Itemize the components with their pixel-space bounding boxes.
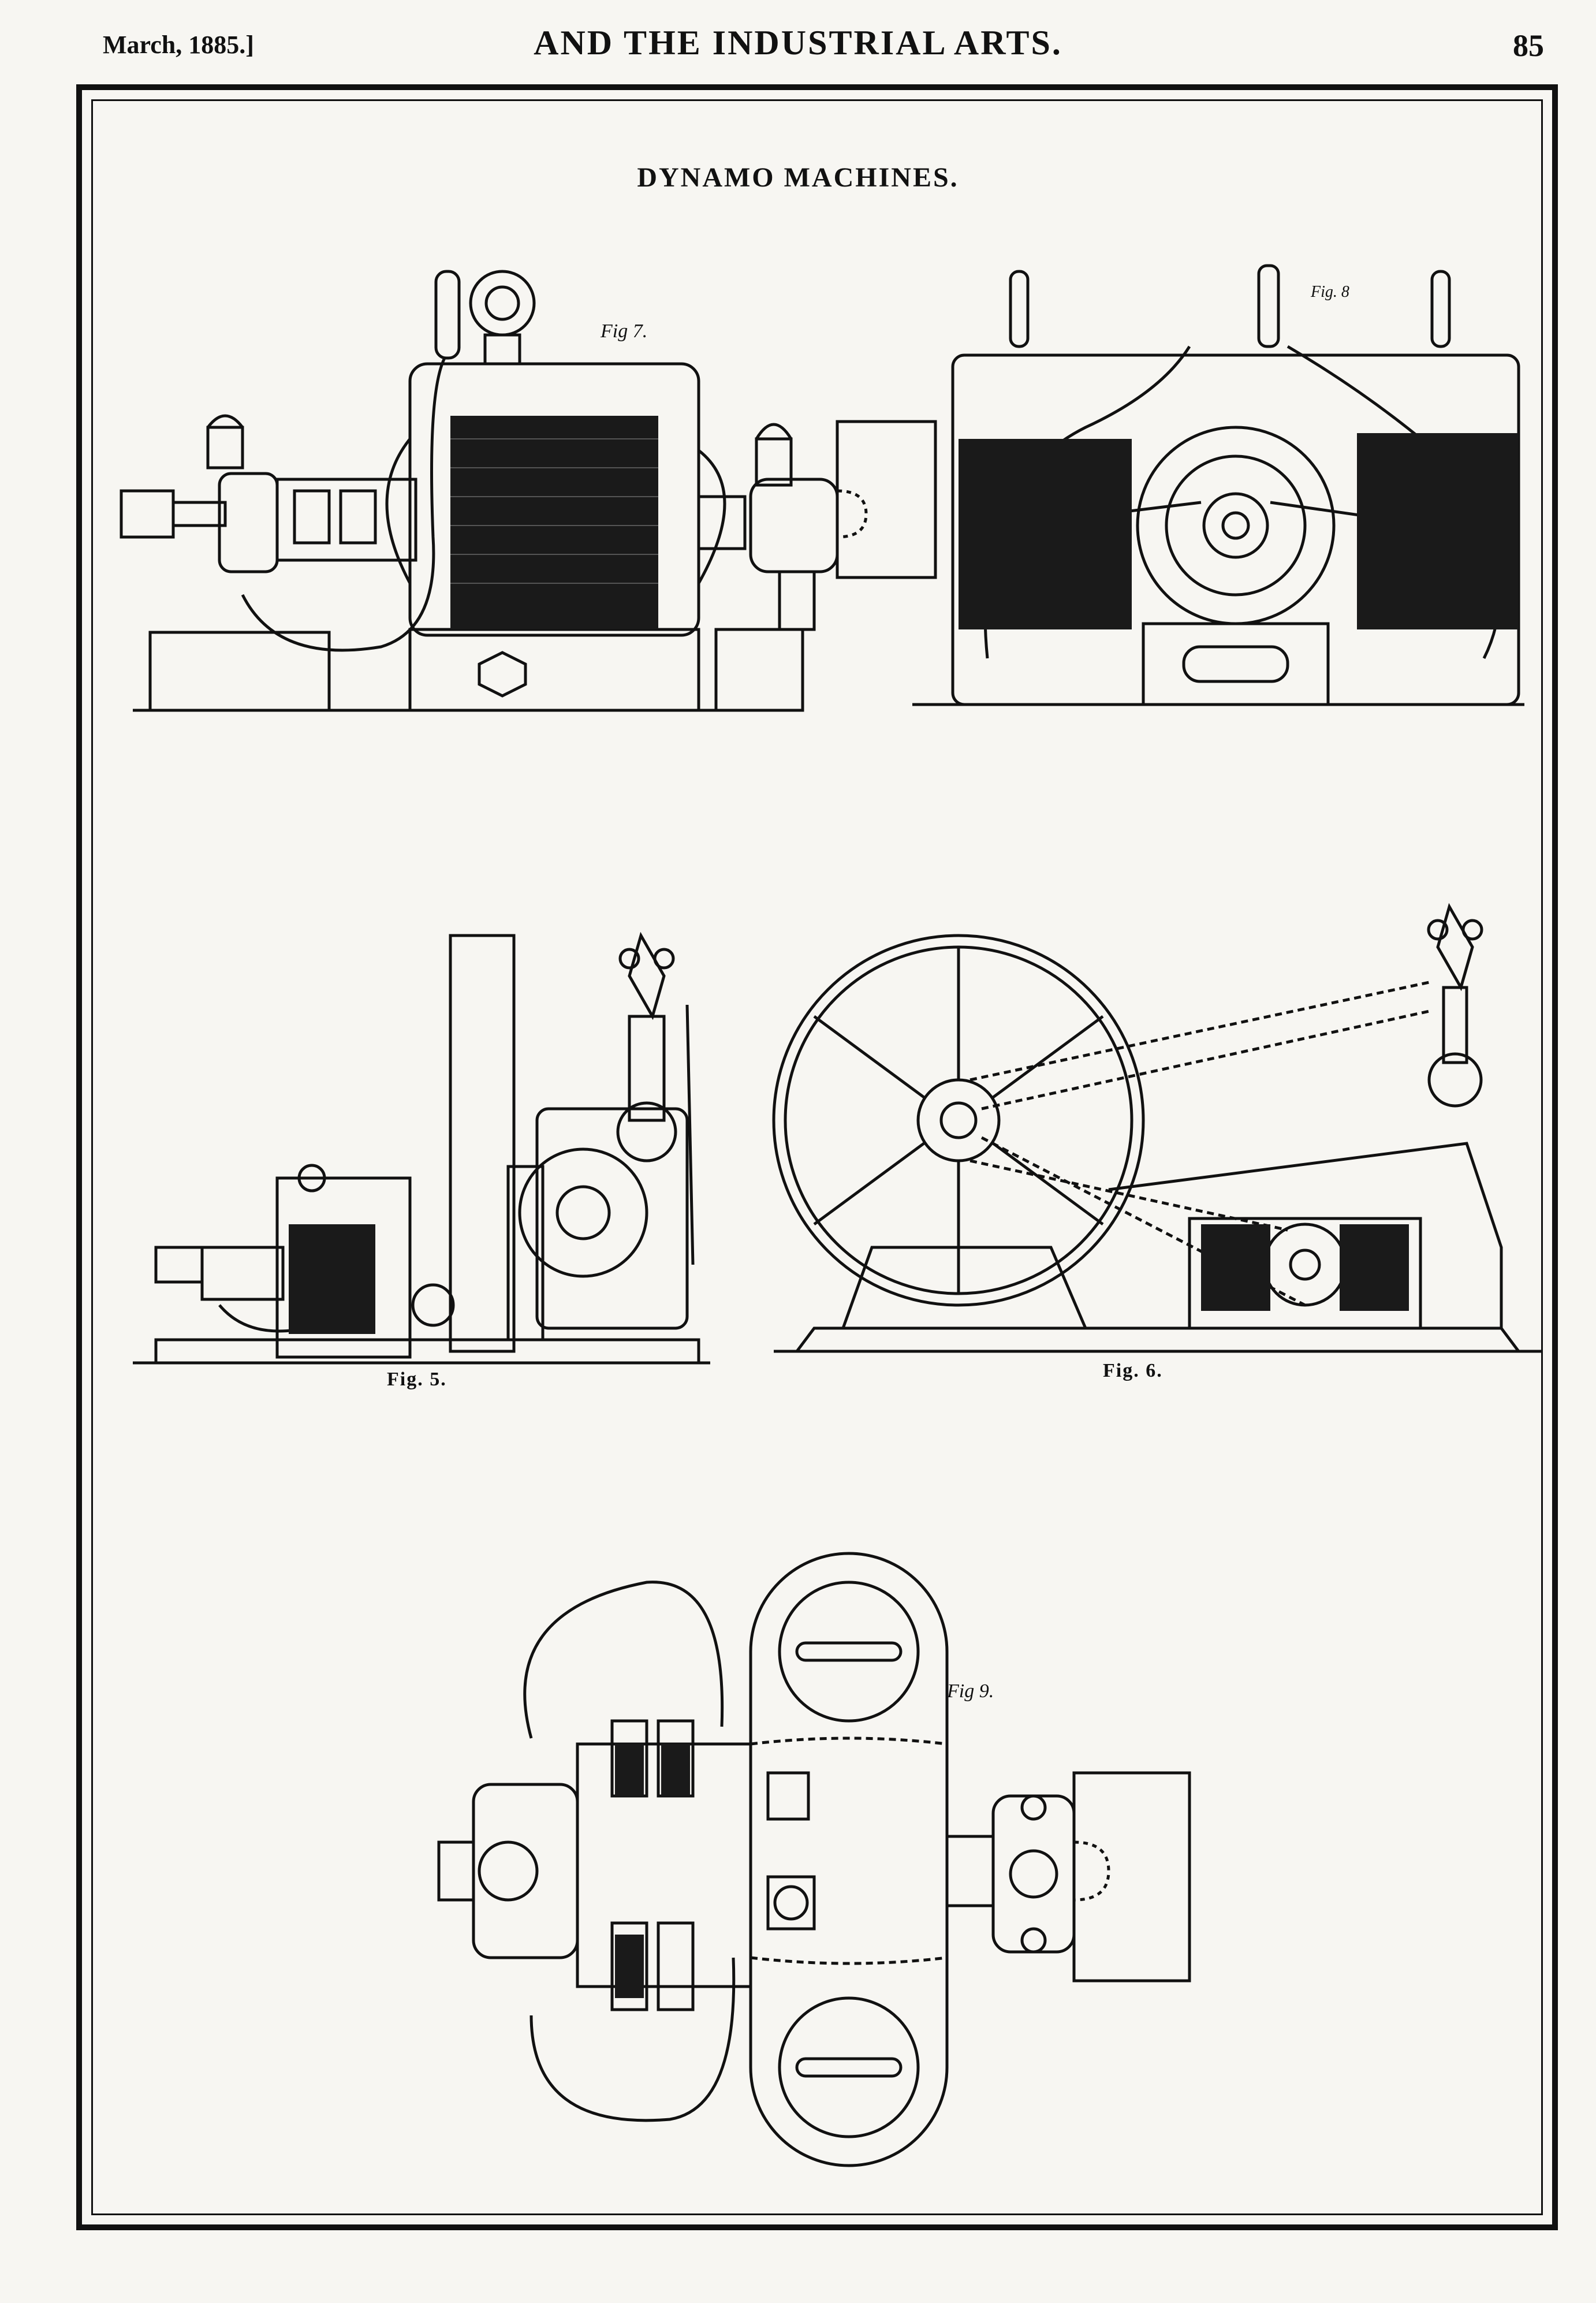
- fig6-coil-left: [1201, 1224, 1270, 1311]
- fig9-brush-a: [615, 1744, 644, 1796]
- fig5-label: Fig. 5.: [387, 1369, 447, 1390]
- fig5-drawing: [133, 889, 768, 1374]
- running-title: AND THE INDUSTRIAL ARTS.: [534, 24, 1062, 62]
- fig7-field-coil: [450, 416, 658, 629]
- fig6-drawing: [774, 889, 1542, 1369]
- fig7-label: Fig 7.: [601, 321, 648, 342]
- plate-outer-border: [76, 84, 1558, 2230]
- fig8-label: Fig. 8: [1311, 283, 1349, 301]
- fig8-right-coil: [1357, 433, 1519, 629]
- fig9-brush-b: [661, 1744, 690, 1796]
- plate-title: DYNAMO MACHINES.: [637, 162, 959, 193]
- fig6-coil-right: [1340, 1224, 1409, 1311]
- fig7-drawing: [104, 248, 935, 728]
- header-date: March, 1885.]: [103, 31, 254, 59]
- fig9-label: Fig 9.: [947, 1680, 994, 1702]
- fig8-drawing: [912, 254, 1524, 716]
- page-header: March, 1885.] AND THE INDUSTRIAL ARTS. 8…: [0, 23, 1596, 75]
- plate-inner-border: [91, 99, 1543, 2215]
- page-number: 85: [1513, 28, 1544, 63]
- fig9-drawing: [427, 1553, 1236, 2166]
- fig9-brush-c: [615, 1935, 644, 1998]
- fig5-dynamo-coil: [289, 1224, 375, 1334]
- fig8-left-coil: [959, 439, 1132, 629]
- fig6-label: Fig. 6.: [1103, 1360, 1163, 1381]
